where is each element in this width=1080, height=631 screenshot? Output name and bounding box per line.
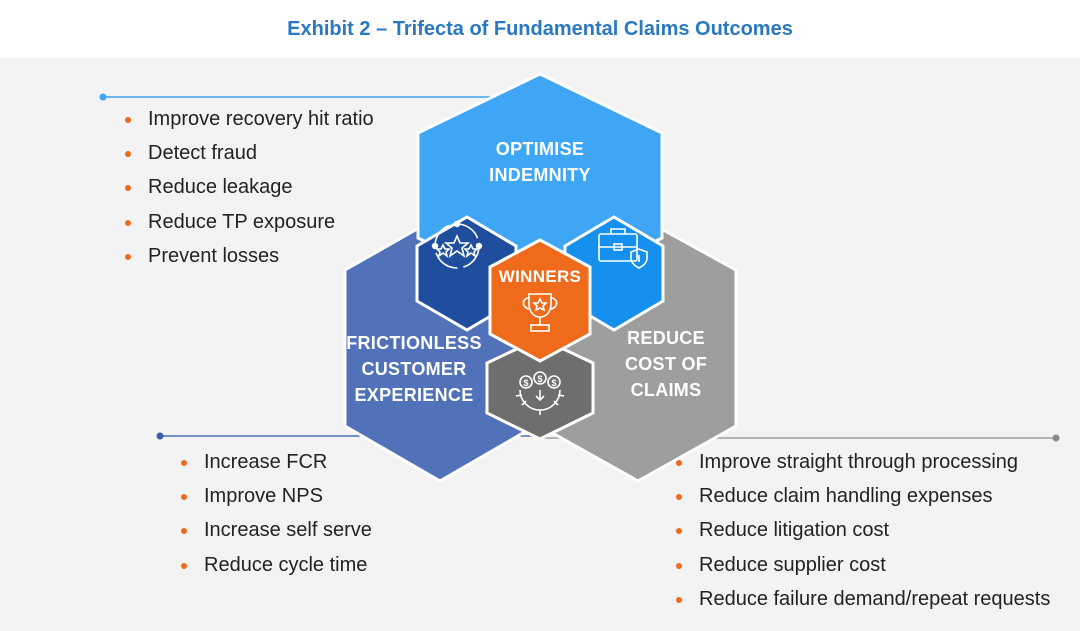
- list-item: Improve straight through processing: [673, 445, 1050, 479]
- list-item: Reduce failure demand/repeat requests: [673, 582, 1050, 616]
- connector-indemnity: [99, 93, 505, 101]
- label-optimise-indemnity: OPTIMISE INDEMNITY: [440, 136, 640, 188]
- svg-text:$: $: [537, 374, 542, 384]
- customer-outcomes-list: Increase FCR Improve NPS Increase self s…: [178, 445, 372, 582]
- trophy-icon: [522, 293, 558, 332]
- list-item: Reduce claim handling expenses: [673, 479, 1050, 513]
- exhibit-title: Exhibit 2 – Trifecta of Fundamental Clai…: [287, 18, 793, 40]
- indemnity-outcomes-list: Improve recovery hit ratio Detect fraud …: [122, 102, 374, 273]
- list-item: Prevent losses: [122, 239, 374, 273]
- label-line: INDEMNITY: [489, 165, 591, 185]
- cost-outcomes-list: Improve straight through processing Redu…: [673, 445, 1050, 616]
- list-item: Reduce leakage: [122, 170, 374, 204]
- list-item: Improve NPS: [178, 479, 372, 513]
- svg-text:$: $: [551, 378, 556, 388]
- list-item: Increase FCR: [178, 445, 372, 479]
- list-item: Reduce litigation cost: [673, 513, 1050, 547]
- stars-in-circle-icon: [431, 220, 483, 269]
- list-item: Reduce TP exposure: [122, 205, 374, 239]
- label-line: CUSTOMER: [361, 359, 467, 379]
- label-line: OPTIMISE: [495, 139, 585, 159]
- list-item: Reduce supplier cost: [673, 548, 1050, 582]
- label-line: CLAIMS: [630, 380, 702, 400]
- briefcase-shield-icon: [598, 228, 648, 269]
- list-item: Increase self serve: [178, 513, 372, 547]
- list-item: Improve recovery hit ratio: [122, 102, 374, 136]
- label-customer-experience: FRICTIONLESS CUSTOMER EXPERIENCE: [336, 330, 492, 408]
- list-item: Detect fraud: [122, 136, 374, 170]
- svg-text:$: $: [523, 378, 528, 388]
- label-line: REDUCE: [627, 328, 705, 348]
- label-line: FRICTIONLESS: [346, 333, 482, 353]
- gear-coins-icon: $ $ $: [515, 371, 565, 415]
- list-item: Reduce cycle time: [178, 548, 372, 582]
- label-reduce-cost: REDUCE COST OF CLAIMS: [596, 325, 736, 403]
- label-winners: WINNERS: [498, 267, 582, 286]
- label-line: EXPERIENCE: [354, 385, 474, 405]
- label-line: COST OF: [624, 354, 708, 374]
